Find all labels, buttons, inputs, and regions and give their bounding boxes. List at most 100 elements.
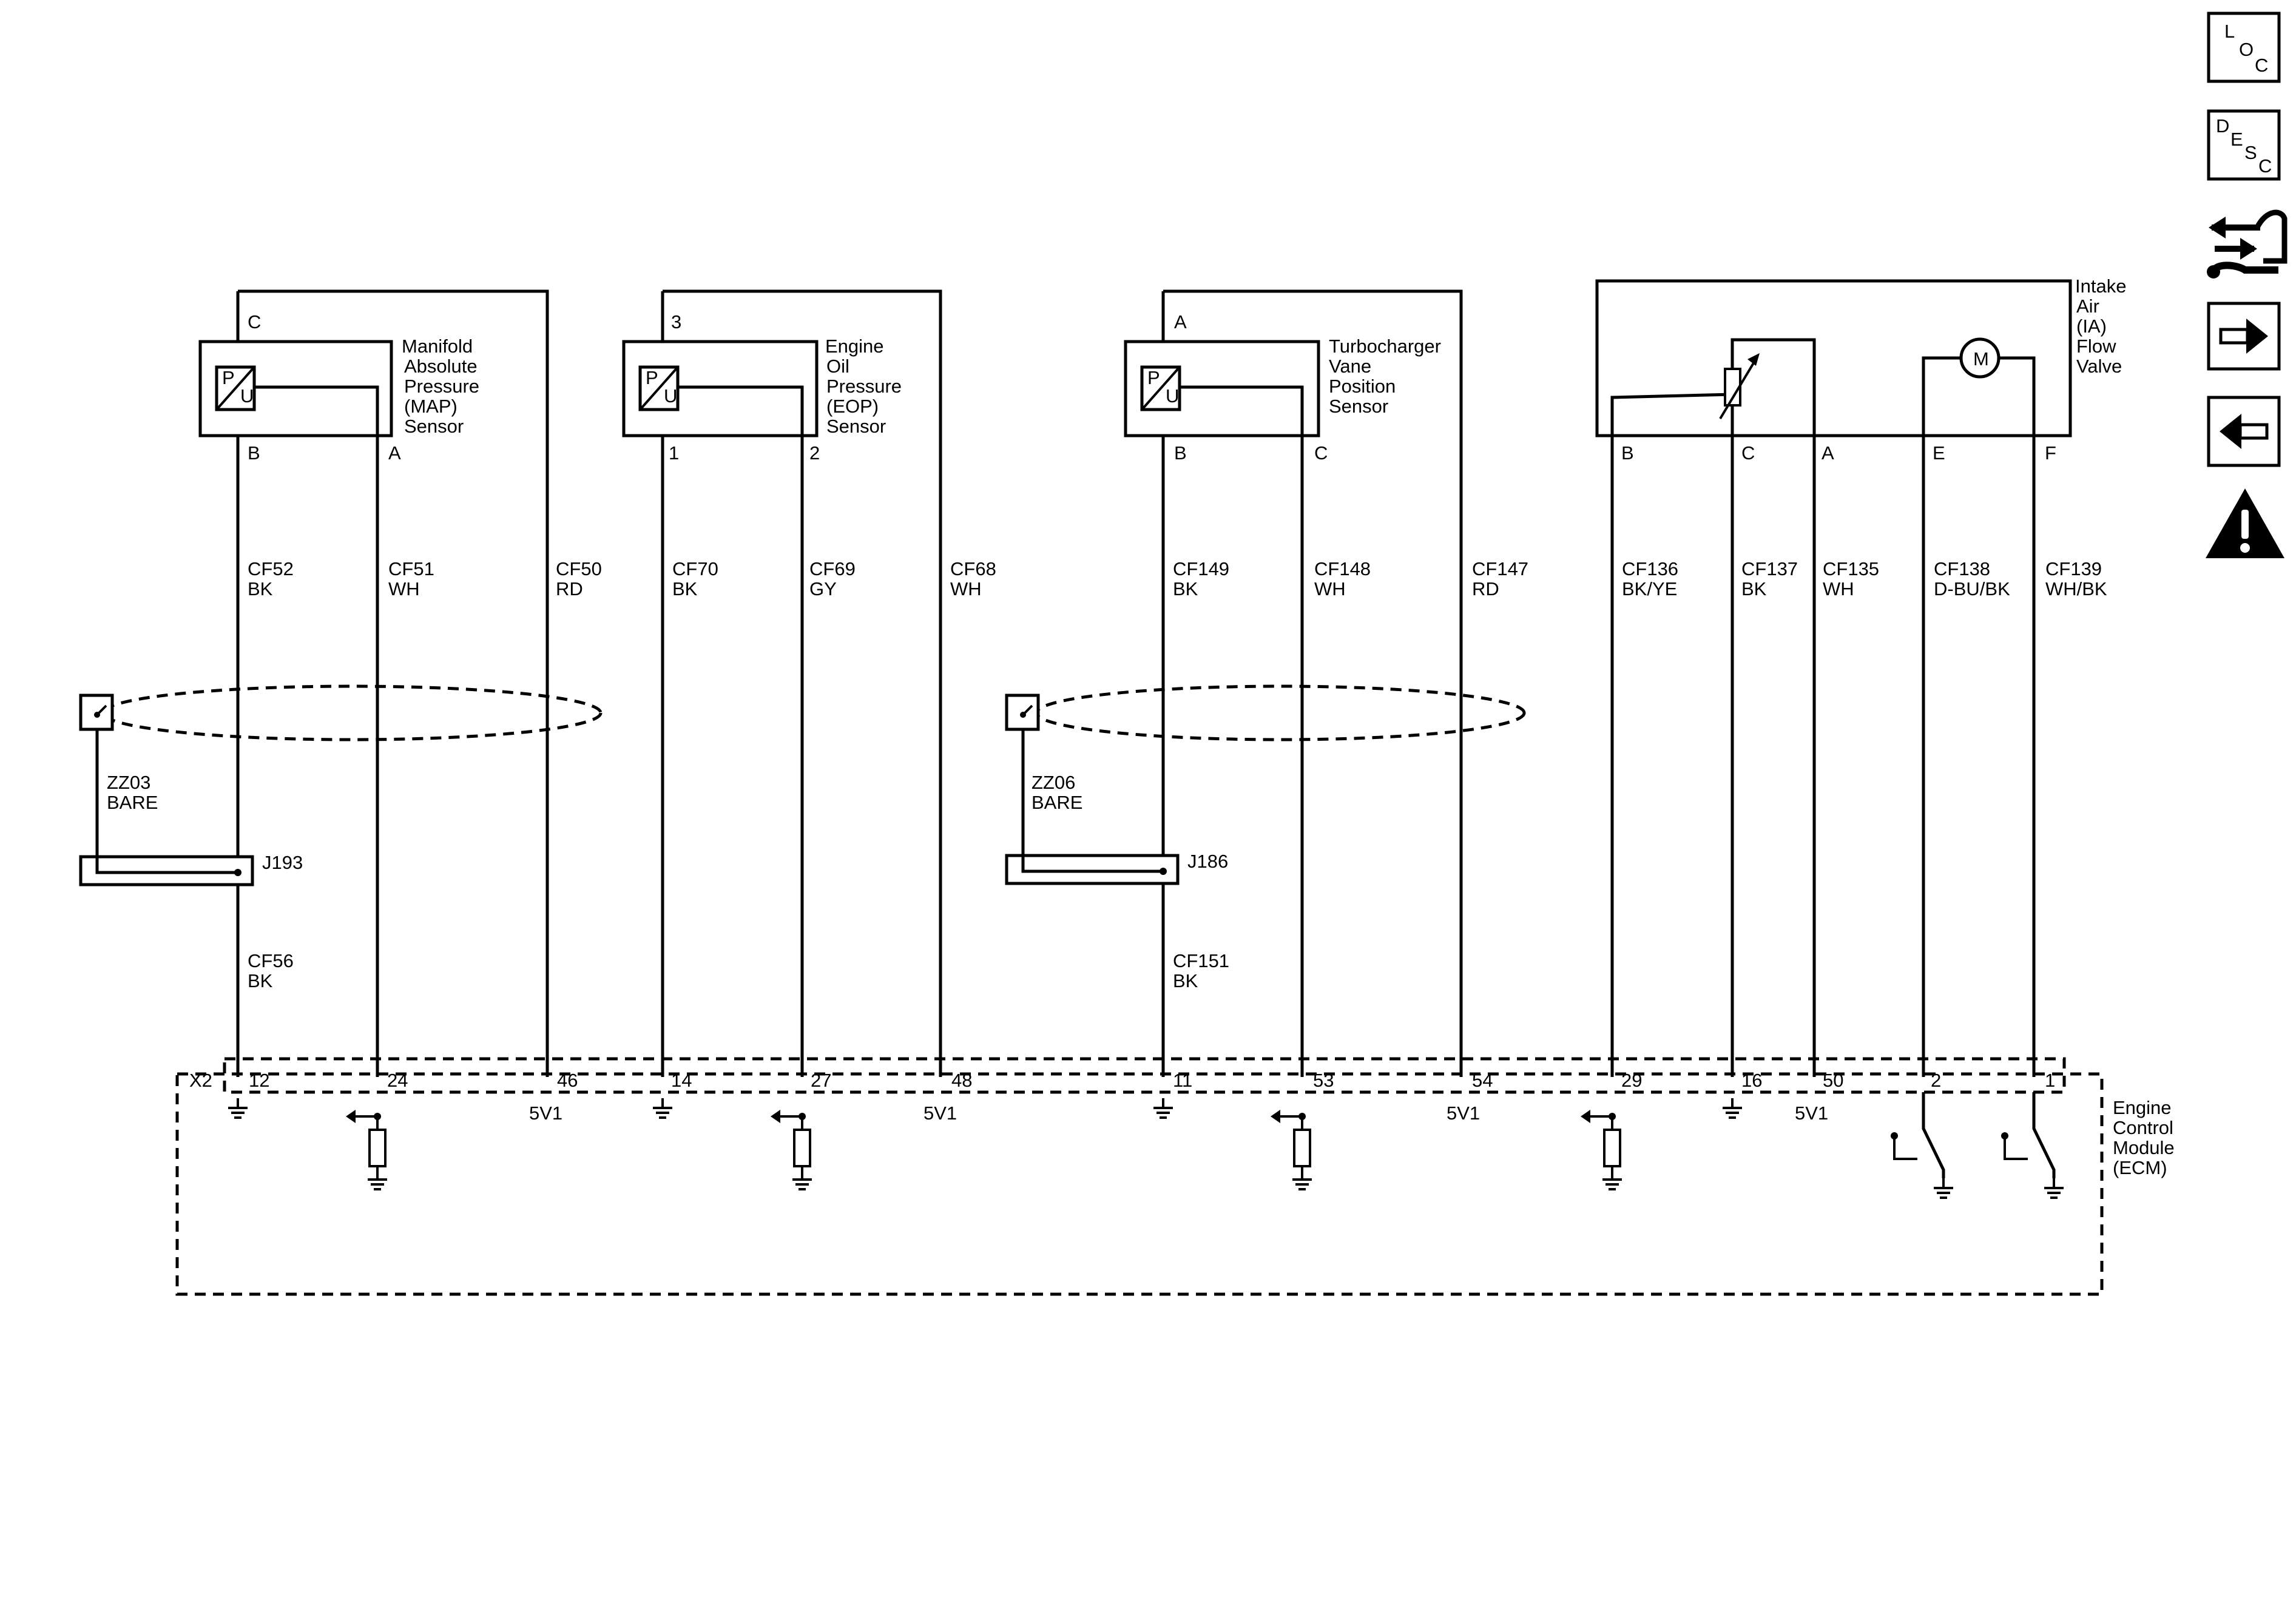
svg-text:BK: BK <box>248 578 273 599</box>
svg-text:Pressure: Pressure <box>826 376 902 397</box>
svg-text:Pressure: Pressure <box>404 376 479 397</box>
svg-text:Oil: Oil <box>826 356 849 377</box>
previous-page-button[interactable] <box>2207 396 2281 467</box>
connector-x2-label: X2 <box>189 1070 212 1091</box>
ecm-driver-switches <box>1891 1092 2065 1199</box>
svg-text:5V1: 5V1 <box>529 1102 562 1124</box>
svg-text:WH: WH <box>1823 578 1854 599</box>
next-arrow-icon <box>2219 319 2268 354</box>
eop-pin-2: 2 <box>809 442 820 464</box>
shield-zz03-group: ZZ03 BARE J193 CF56 BK <box>79 684 603 991</box>
svg-text:BK: BK <box>672 578 698 599</box>
svg-text:5V1: 5V1 <box>1795 1102 1828 1124</box>
svg-text:CF70: CF70 <box>672 558 718 579</box>
svg-text:27: 27 <box>811 1070 831 1091</box>
eop-pin-3: 3 <box>671 311 681 333</box>
wire-label-cf56: CF56 <box>248 950 294 971</box>
next-page-button[interactable] <box>2207 302 2281 371</box>
eop-sensor-group: P U 3 1 2 Engine Oil Pressure (EOP) Sens… <box>622 289 942 1077</box>
drain-wire-zz03-label: ZZ03 <box>107 772 150 793</box>
svg-text:CF149: CF149 <box>1173 558 1229 579</box>
svg-text:Absolute: Absolute <box>404 356 478 377</box>
svg-text:RD: RD <box>556 578 583 599</box>
svg-text:BK: BK <box>1741 578 1767 599</box>
drain-wire-zz06-color: BARE <box>1032 792 1082 813</box>
svg-text:Manifold: Manifold <box>402 336 473 357</box>
svg-text:(EOP): (EOP) <box>826 396 879 417</box>
transducer-p-label: P <box>646 367 658 388</box>
eop-sensor-name: Engine Oil Pressure (EOP) Sensor <box>825 336 902 437</box>
transducer-u-label: U <box>664 385 677 407</box>
svg-text:L: L <box>2224 21 2235 42</box>
svg-text:CF148: CF148 <box>1314 558 1371 579</box>
svg-text:14: 14 <box>671 1070 692 1091</box>
svg-text:WH: WH <box>388 578 420 599</box>
connector-tool-icon[interactable] <box>2207 209 2288 279</box>
wire-label-cf151-color: BK <box>1173 970 1198 991</box>
svg-text:24: 24 <box>387 1070 408 1091</box>
tvp-pin-c: C <box>1314 442 1328 464</box>
drain-wire-zz03-color: BARE <box>107 792 158 813</box>
transducer-u-label: U <box>240 385 254 407</box>
map-sensor-group: P U C B A Manifold Absolute Pressure (MA… <box>198 289 549 1077</box>
svg-text:CF50: CF50 <box>556 558 602 579</box>
svg-text:12: 12 <box>249 1070 269 1091</box>
svg-text:2: 2 <box>1931 1070 1941 1091</box>
location-button[interactable]: L O C <box>2207 12 2281 83</box>
motor-label: M <box>1973 348 1989 370</box>
svg-text:Air: Air <box>2076 295 2099 317</box>
previous-arrow-icon <box>2220 414 2269 449</box>
svg-text:53: 53 <box>1313 1070 1334 1091</box>
svg-text:46: 46 <box>557 1070 578 1091</box>
warning-icon[interactable] <box>2206 488 2284 558</box>
ia-pin-b: B <box>1621 442 1634 464</box>
transducer-p-label: P <box>222 367 235 388</box>
splice-j193 <box>79 855 254 886</box>
svg-text:E: E <box>2230 129 2243 150</box>
svg-text:Sensor: Sensor <box>1329 396 1388 417</box>
transducer-p-label: P <box>1147 367 1160 388</box>
svg-text:WH: WH <box>950 578 982 599</box>
svg-text:CF68: CF68 <box>950 558 996 579</box>
shield-zz06-group: ZZ06 BARE J186 CF151 BK <box>1005 684 1526 991</box>
svg-text:Turbocharger: Turbocharger <box>1329 336 1441 357</box>
svg-text:D-BU/BK: D-BU/BK <box>1934 578 2010 599</box>
splice-j193-label: J193 <box>262 852 303 873</box>
svg-text:Module: Module <box>2113 1137 2175 1158</box>
svg-text:Engine: Engine <box>2113 1097 2172 1118</box>
svg-text:Control: Control <box>2113 1117 2173 1138</box>
svg-text:CF138: CF138 <box>1934 558 1990 579</box>
svg-text:11: 11 <box>1173 1070 1192 1091</box>
map-sensor-name: Manifold Absolute Pressure (MAP) Sensor <box>402 336 479 437</box>
svg-text:C: C <box>2258 155 2272 177</box>
svg-text:Engine: Engine <box>825 336 884 357</box>
map-pin-b: B <box>248 442 260 464</box>
ia-valve-name: Intake Air (IA) Flow Valve <box>2075 275 2126 377</box>
svg-text:BK: BK <box>1173 578 1198 599</box>
ecm-5v-labels: 5V1 5V1 5V1 5V1 <box>529 1102 1828 1124</box>
description-button[interactable]: D E S C <box>2207 109 2281 181</box>
svg-text:Flow: Flow <box>2076 336 2116 357</box>
ia-pin-a: A <box>1822 442 1834 464</box>
svg-text:5V1: 5V1 <box>1447 1102 1480 1124</box>
svg-text:Vane: Vane <box>1329 356 1371 377</box>
svg-text:D: D <box>2216 115 2229 137</box>
connector-x2-outline <box>223 1057 2066 1094</box>
wire-label-cf56-color: BK <box>248 970 273 991</box>
svg-text:S: S <box>2244 142 2257 163</box>
wire-label-cf151: CF151 <box>1173 950 1229 971</box>
ia-pin-e: E <box>1933 442 1945 464</box>
svg-text:CF137: CF137 <box>1741 558 1798 579</box>
